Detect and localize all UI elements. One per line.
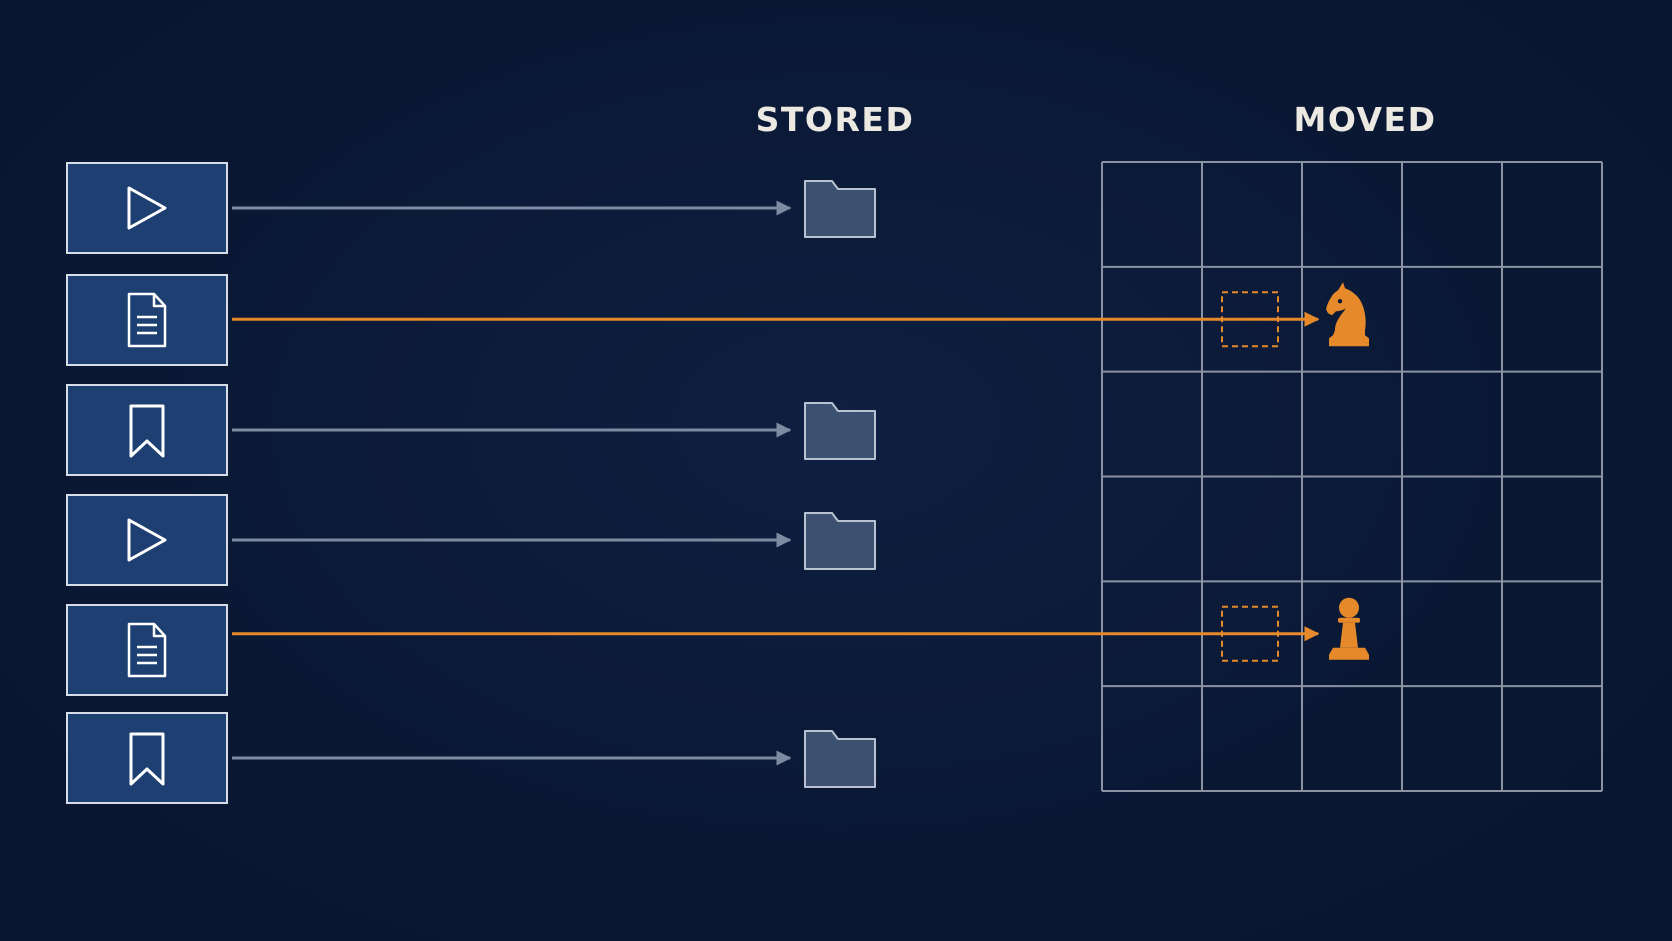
document-icon [127, 292, 167, 348]
folder-icon [804, 180, 876, 238]
item-tile [66, 384, 228, 476]
play-icon [127, 518, 167, 562]
item-tile [66, 604, 228, 696]
play-icon [127, 186, 167, 230]
bookmark-icon [129, 404, 165, 458]
folder-icon [804, 512, 876, 570]
folder-icon [804, 402, 876, 460]
knight-icon [1326, 282, 1369, 347]
stored-heading: STORED [755, 100, 915, 139]
folder-icon [804, 730, 876, 788]
item-tile [66, 712, 228, 804]
item-tile [66, 494, 228, 586]
board-grid [1101, 161, 1603, 792]
pawn-icon [1329, 597, 1369, 660]
bookmark-icon [129, 732, 165, 786]
item-tile [66, 162, 228, 254]
moved-heading: MOVED [1293, 100, 1437, 139]
item-tile [66, 274, 228, 366]
document-icon [127, 622, 167, 678]
